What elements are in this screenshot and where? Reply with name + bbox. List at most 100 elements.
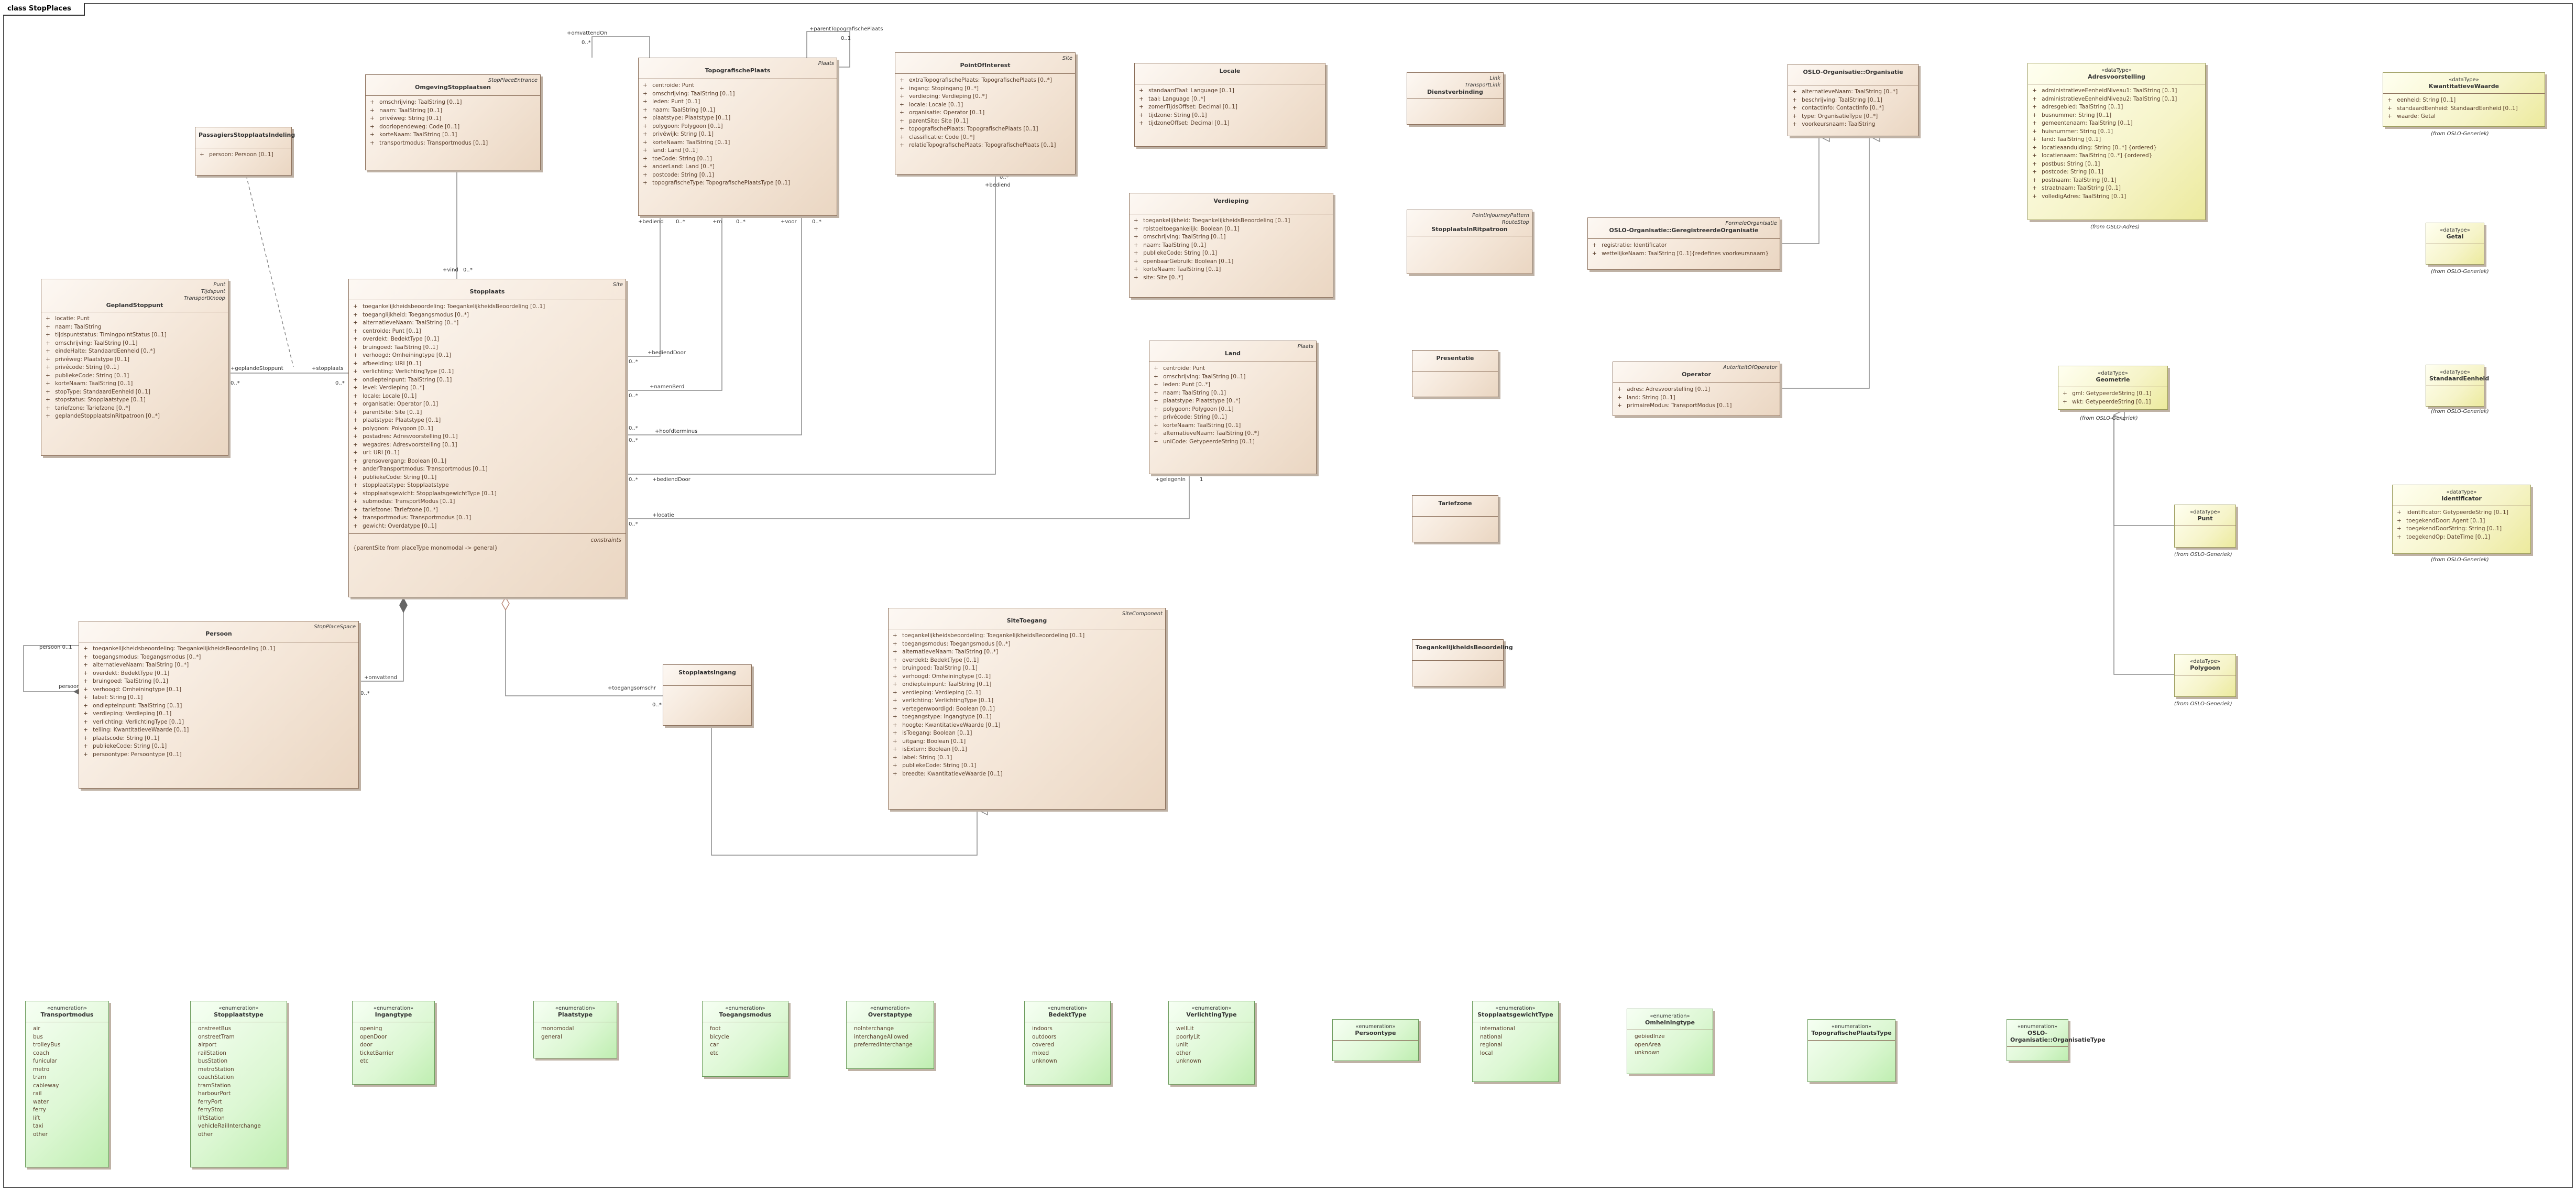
class-stereotype: «enumeration» <box>1831 1024 1872 1030</box>
enum-literal: gebiedInze <box>1635 1033 1665 1040</box>
enum-literal: car <box>710 1042 719 1048</box>
class-adresvoorstelling[interactable]: «dataType»Adresvoorstellingadministratie… <box>2027 63 2206 220</box>
class-header: «dataType»StandaardEenheid <box>2426 365 2489 386</box>
class-body: adres: Adresvoorstelling [0..1]land: Str… <box>1613 383 1780 413</box>
class-body: locatie: Puntnaam: TaalStringtijdspuntst… <box>41 312 228 424</box>
label-bediendDoor: +bediendDoor <box>648 350 686 356</box>
class-attribute: organisatie: Operator [0..1] <box>353 400 621 409</box>
class-header: «enumeration»Omheiningtype <box>1627 1009 1713 1030</box>
class-oslo-organisatie[interactable]: OSLO-Organisatie::Organisatiealternatiev… <box>1788 64 1919 136</box>
class-operator[interactable]: AutoriteitOfOperatorOperatoradres: Adres… <box>1613 362 1780 416</box>
class-standaardeenheid[interactable]: «dataType»StandaardEenheid <box>2426 365 2489 407</box>
class-attribute: publiekeCode: String [0..1] <box>353 474 621 482</box>
class-attribute: anderTransportmodus: Transportmodus [0..… <box>353 465 621 474</box>
from-oslo-generiek-polygoon: (from OSLO-Generiek) <box>2174 701 2232 707</box>
class-attribute: locale: Locale [0..1] <box>900 101 1071 110</box>
class-name: Locale <box>1219 68 1241 74</box>
class-verdieping[interactable]: Verdiepingtoegankelijkheid: Toegankelijk… <box>1129 193 1333 298</box>
class-stereotype: «dataType» <box>2440 369 2470 375</box>
class-attribute: korteNaam: TaalString [0..1] <box>370 131 536 139</box>
class-attribute: gemeentenaam: TaalString [0..1] <box>2032 119 2201 128</box>
label-bediendDoor2-mult: 0..* <box>629 477 638 483</box>
class-stereotype: «dataType» <box>2101 68 2132 73</box>
class-attribute: persoon: Persoon [0..1] <box>200 151 287 159</box>
class-land[interactable]: PlaatsLandcentroide: Puntomschrijving: T… <box>1149 341 1317 474</box>
class-kwantitatievewaarde[interactable]: «dataType»KwantitatieveWaardeeenheid: St… <box>2383 72 2545 127</box>
class-attribute: korteNaam: TaalString [0..1] <box>643 139 832 147</box>
class-stereotype: «enumeration» <box>870 1006 911 1011</box>
class-name: GeplandStoppunt <box>106 302 163 309</box>
class-attribute: stopplaatstype: Stopplaatstype <box>353 482 621 490</box>
class-attribute: locale: Locale [0..1] <box>353 392 621 401</box>
class-persoon[interactable]: StopPlaceSpacePersoontoegankelijkheidsbe… <box>79 621 359 789</box>
class-omschrijvingshaltes[interactable]: StopPlaceEntranceOmgevingStopplaatsenoms… <box>365 74 541 170</box>
class-body: identificator: GetypeerdeString [0..1]to… <box>2393 506 2530 544</box>
enum-literal: covered <box>1032 1042 1055 1048</box>
class-attribute: anderLand: Land [0..*] <box>643 163 832 171</box>
class-attribute: zomerTijdsOffset: Decimal [0..1] <box>1139 103 1321 112</box>
class-body: centroide: Puntomschrijving: TaalString … <box>1149 362 1316 449</box>
class-name: Omheiningtype <box>1645 1019 1695 1026</box>
class-enum-topografischeplaatstype[interactable]: «enumeration»TopografischePlaatsType <box>1807 1019 1895 1082</box>
class-sitetoegang[interactable]: SiteComponentSiteToegangtoegankelijkheid… <box>888 608 1166 810</box>
class-header: Presentatie <box>1412 351 1498 371</box>
class-attribute: toegekendOp: DateTime [0..1] <box>2397 533 2526 542</box>
class-attribute: postcode: String [0..1] <box>643 171 832 180</box>
class-header: «dataType»Geometrie <box>2058 366 2167 387</box>
class-stopplaats[interactable]: SiteStopplaatstoegankelijkheidsbeoordeli… <box>348 279 626 597</box>
class-attribute: land: TaalString [0..1] <box>2032 136 2201 144</box>
class-punt[interactable]: «dataType»Punt <box>2174 505 2236 548</box>
class-getal[interactable]: «dataType»Getal <box>2426 223 2484 265</box>
class-body: toegankelijkheidsbeoordeling: Toegankeli… <box>349 300 626 533</box>
class-name: Overstaptype <box>868 1011 913 1018</box>
class-parent-tag: Site <box>612 282 623 288</box>
class-stopplaatsingang[interactable]: StopplaatsIngang <box>663 664 752 726</box>
class-attribute: gewicht: Overdatype [0..1] <box>353 522 621 531</box>
class-attribute: plaatstype: Plaatstype [0..1] <box>353 417 621 425</box>
class-polygoon[interactable]: «dataType»Polygoon <box>2174 654 2236 697</box>
class-attribute: verdieping: Verdieping [0..1] <box>893 689 1161 697</box>
class-header: «enumeration»BedektType <box>1025 1001 1110 1022</box>
class-attribute: bruingoed: TaalString [0..1] <box>83 678 354 686</box>
class-name: Tariefzone <box>1438 500 1472 507</box>
gen-punt-geometrie <box>2113 409 2174 526</box>
class-presentatie[interactable]: Presentatie <box>1412 350 1498 397</box>
enum-literal: other <box>198 1131 213 1138</box>
class-passagiersstopplaats[interactable]: PassagiersStopplaatsIndelingpersoon: Per… <box>195 127 295 176</box>
class-toegankelijkheid[interactable]: ToegankelijkheidsBeoordeling <box>1412 639 1513 686</box>
class-geometrie[interactable]: «dataType»Geometriegml: GetypeerdeString… <box>2058 366 2168 410</box>
class-stereotype: «enumeration» <box>1191 1006 1232 1011</box>
class-enum-persoontype[interactable]: «enumeration»Persoontype <box>1332 1019 1419 1061</box>
class-body <box>1407 236 1532 242</box>
class-topografischeplaats[interactable]: PlaatsTopografischePlaatscentroide: Punt… <box>638 58 837 216</box>
class-identificator[interactable]: «dataType»Identificatoridentificator: Ge… <box>2392 485 2531 554</box>
class-enum-organisatietype[interactable]: «enumeration»OSLO-Organisatie::Organisat… <box>2007 1019 2106 1061</box>
constraints-header: constraints <box>590 537 621 543</box>
class-name: Punt <box>2197 515 2213 522</box>
class-tariefzone[interactable]: Tariefzone <box>1412 495 1498 542</box>
class-pointofinterest[interactable]: SitePointOfInterestextraTopografischePla… <box>895 52 1076 174</box>
class-name: StopplaatsInRitpatroon <box>1431 226 1508 233</box>
class-attribute: label: String [0..1] <box>83 694 354 702</box>
class-locale[interactable]: LocalestandaardTaal: Language [0..1]taal… <box>1134 63 1325 147</box>
class-attribute: relatieTopografischePlaats: Topografisch… <box>900 141 1071 150</box>
class-attribute: overdekt: BedektType [0..1] <box>353 335 621 344</box>
class-attribute: busnummer: String [0..1] <box>2032 112 2201 120</box>
